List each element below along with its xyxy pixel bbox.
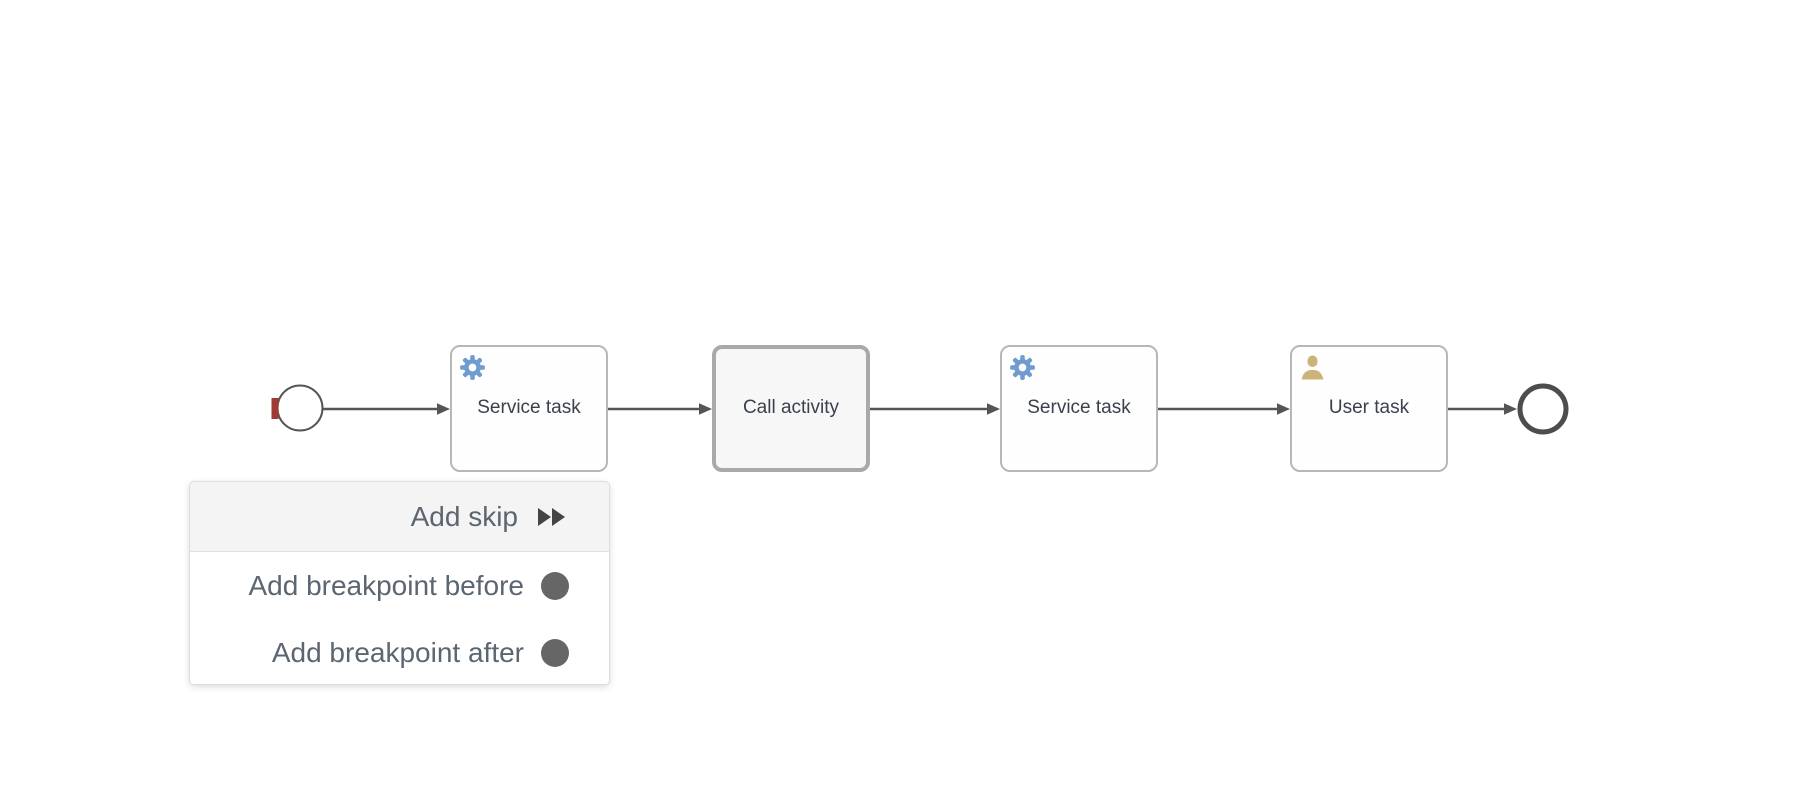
task-label: Call activity [742,397,840,419]
menu-item-label: Add breakpoint before [248,569,524,601]
menu-item-add-skip[interactable]: Add skip [190,482,609,552]
task-label: Service task [477,397,581,419]
sequence-flow[interactable] [870,403,1000,415]
menu-item-label: Add breakpoint after [271,636,524,668]
sequence-flow[interactable] [608,403,712,415]
task-label: User task [1328,397,1410,419]
menu-item-add-breakpoint-before[interactable]: Add breakpoint before [190,552,609,619]
gear-icon [1010,355,1035,380]
task-label: Service task [1027,397,1131,419]
service-task-1[interactable]: Service task [450,345,608,472]
sequence-flow[interactable] [1448,403,1517,415]
sequence-flow[interactable] [323,403,450,415]
sequence-flow[interactable] [1158,403,1290,415]
call-activity[interactable]: Call activity [712,345,870,472]
gear-icon [460,355,485,380]
menu-item-label: Add skip [410,500,518,532]
breakpoint-circle-icon [541,571,569,600]
user-icon [1301,355,1324,380]
fast-forward-icon [538,507,565,526]
breakpoint-marker [271,398,279,419]
user-task[interactable]: User task [1290,345,1448,472]
context-menu: Add skip Add breakpoint before Add break… [189,481,610,685]
menu-item-add-breakpoint-after[interactable]: Add breakpoint after [190,619,609,684]
start-event[interactable] [271,384,324,432]
end-event[interactable] [1517,383,1569,435]
breakpoint-circle-icon [541,638,569,667]
service-task-2[interactable]: Service task [1000,345,1158,472]
